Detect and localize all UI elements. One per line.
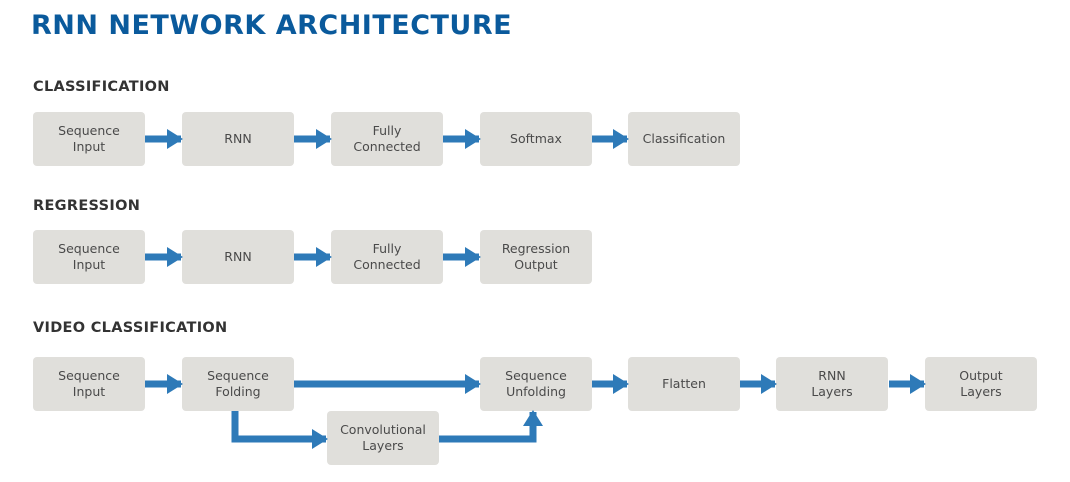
node-regression-output: Regression Output — [480, 230, 592, 284]
node-rnn: RNN — [182, 230, 294, 284]
node-softmax: Softmax — [480, 112, 592, 166]
arrow — [231, 411, 328, 449]
section-heading-video-classification: VIDEO CLASSIFICATION — [33, 320, 228, 336]
section-heading-regression: REGRESSION — [33, 198, 141, 214]
node-rnn-layers: RNN Layers — [776, 357, 888, 411]
section-heading-classification: CLASSIFICATION — [33, 79, 170, 95]
arrow — [439, 410, 543, 443]
node-sequence-folding: Sequence Folding — [182, 357, 294, 411]
node-rnn: RNN — [182, 112, 294, 166]
node-flatten: Flatten — [628, 357, 740, 411]
page-title: RNN NETWORK ARCHITECTURE — [31, 10, 513, 41]
node-fully-connected: Fully Connected — [331, 112, 443, 166]
node-sequence-input: Sequence Input — [33, 112, 145, 166]
node-output-layers: Output Layers — [925, 357, 1037, 411]
node-convolutional-layers: Convolutional Layers — [327, 411, 439, 465]
node-sequence-input: Sequence Input — [33, 357, 145, 411]
node-classification: Classification — [628, 112, 740, 166]
node-sequence-input: Sequence Input — [33, 230, 145, 284]
node-fully-connected: Fully Connected — [331, 230, 443, 284]
node-sequence-unfolding: Sequence Unfolding — [480, 357, 592, 411]
